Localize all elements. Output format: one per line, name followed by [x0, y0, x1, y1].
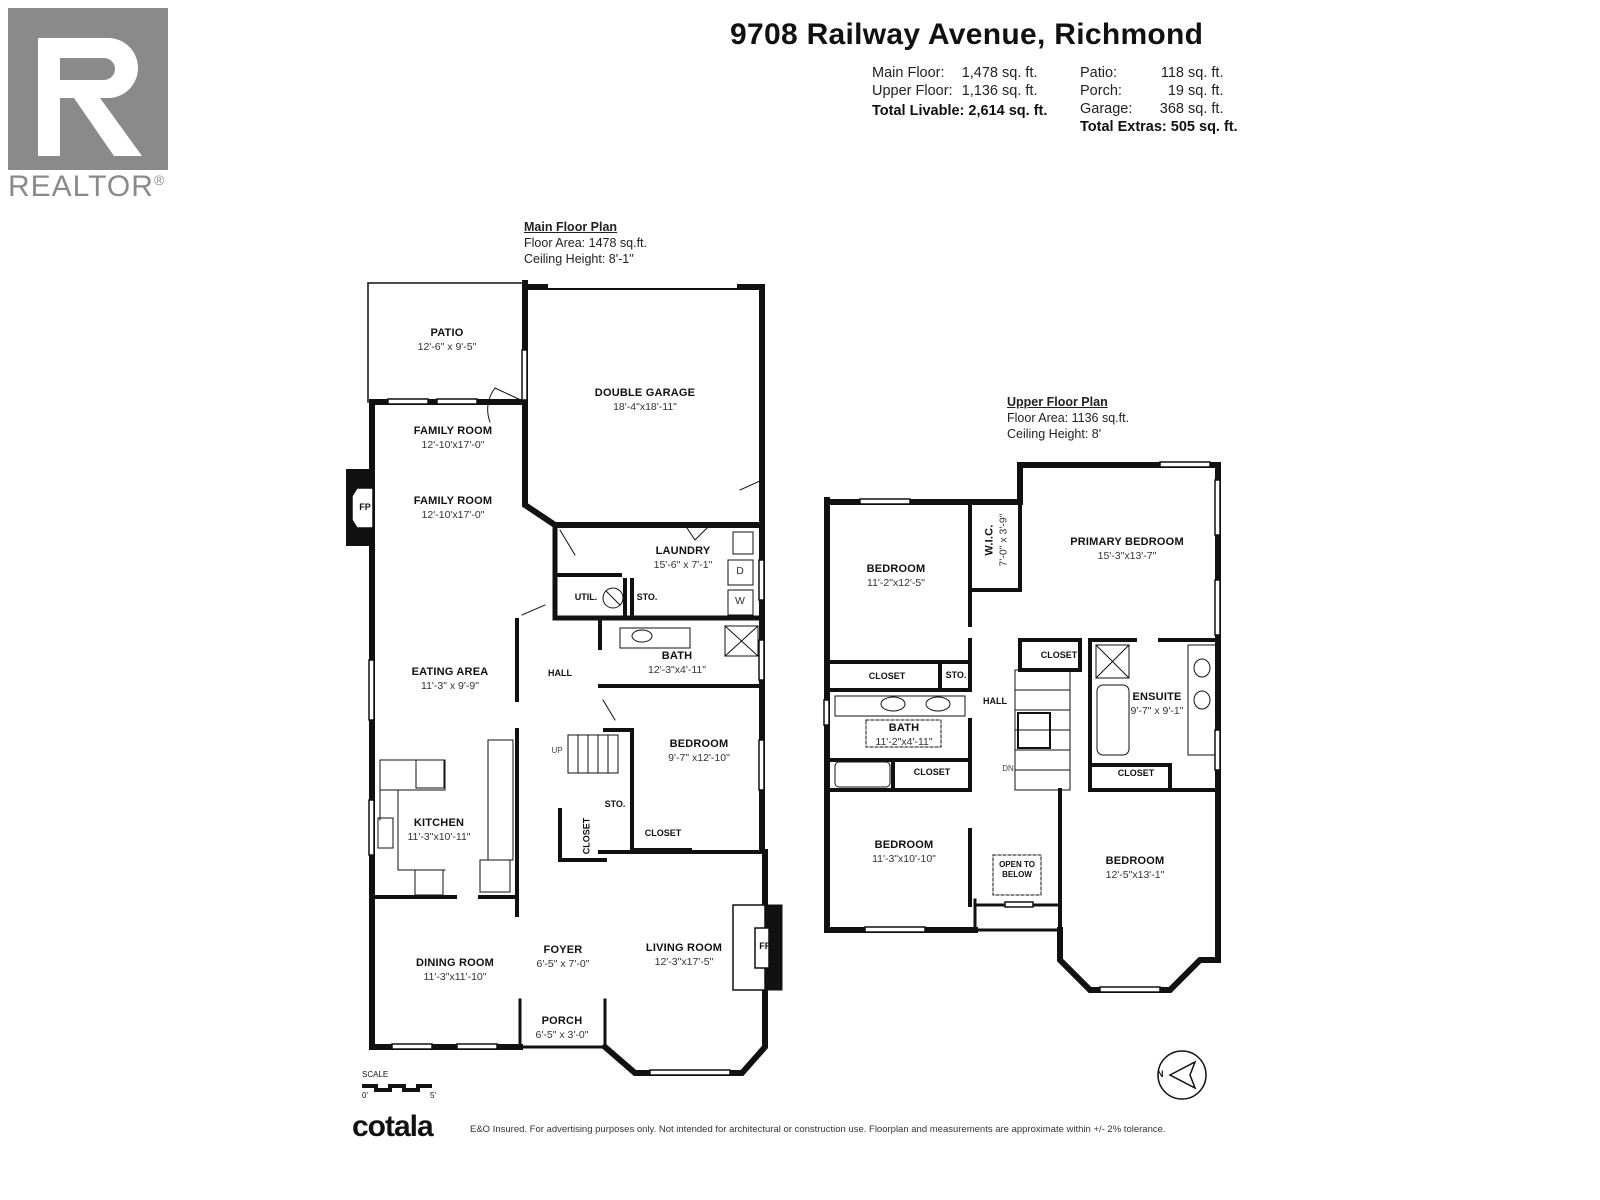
room-hall: HALL	[548, 668, 572, 678]
extras-stats: Patio:118 sq. ft. Porch:19 sq. ft. Garag…	[1080, 64, 1238, 136]
open-to-below: OPEN TO BELOW	[999, 860, 1035, 879]
stat-row: Main Floor:1,478 sq. ft.	[872, 65, 1038, 81]
scale-label: SCALE	[362, 1070, 389, 1079]
room-closet: CLOSET	[581, 817, 592, 855]
room-walk-in-closet: W.I.C.7'-0" x 3'-9"	[983, 513, 1010, 567]
room-storage: STO.	[604, 799, 626, 809]
dryer-label: D	[736, 565, 744, 577]
north-arrow-icon	[1157, 1050, 1207, 1100]
total-livable: Total Livable: 2,614 sq. ft.	[872, 103, 1048, 119]
room-closet: CLOSET	[644, 828, 682, 838]
total-extras: Total Extras: 505 sq. ft.	[1080, 119, 1238, 135]
livable-stats: Main Floor:1,478 sq. ft. Upper Floor:1,1…	[872, 64, 1047, 120]
room-closet: CLOSET	[913, 767, 951, 777]
stat-row: Garage:368 sq. ft.	[1080, 101, 1224, 117]
stat-row: Porch:19 sq. ft.	[1080, 83, 1224, 99]
stairs-down-label: DN	[1002, 764, 1014, 773]
fireplace-label: FP	[759, 941, 771, 951]
room-closet: CLOSET	[1040, 650, 1078, 660]
room-storage: STO.	[636, 592, 658, 602]
stairs-up-label: UP	[551, 746, 563, 755]
room-storage: STO.	[945, 670, 967, 680]
washer-label: W	[735, 595, 745, 607]
room-closet: CLOSET	[1117, 768, 1155, 778]
upper-floor-walls	[823, 461, 1221, 993]
realtor-logo-text: REALTOR®	[8, 170, 166, 203]
stat-row: Patio:118 sq. ft.	[1080, 65, 1224, 81]
room-closet: CLOSET	[868, 671, 906, 681]
room-hall: HALL	[983, 696, 1007, 706]
main-floor-title-block: Main Floor Plan Floor Area: 1478 sq.ft. …	[524, 220, 647, 266]
realtor-logo	[8, 8, 168, 170]
cotala-logo: cotala	[352, 1110, 434, 1143]
fireplace-label: FP	[359, 502, 371, 512]
scale-bar	[362, 1084, 432, 1092]
compass-north-label: N	[1157, 1069, 1164, 1079]
property-address: 9708 Railway Avenue, Richmond	[730, 18, 1204, 51]
stat-row: Upper Floor:1,136 sq. ft.	[872, 83, 1038, 99]
disclaimer: E&O Insured. For advertising purposes on…	[470, 1124, 1166, 1135]
main-floor-walls	[346, 280, 783, 1076]
scale-start: 0'	[362, 1091, 368, 1100]
scale-end: 5'	[430, 1091, 436, 1100]
room-utility: UTIL.	[574, 592, 598, 602]
upper-floor-title-block: Upper Floor Plan Floor Area: 1136 sq.ft.…	[1007, 395, 1130, 441]
